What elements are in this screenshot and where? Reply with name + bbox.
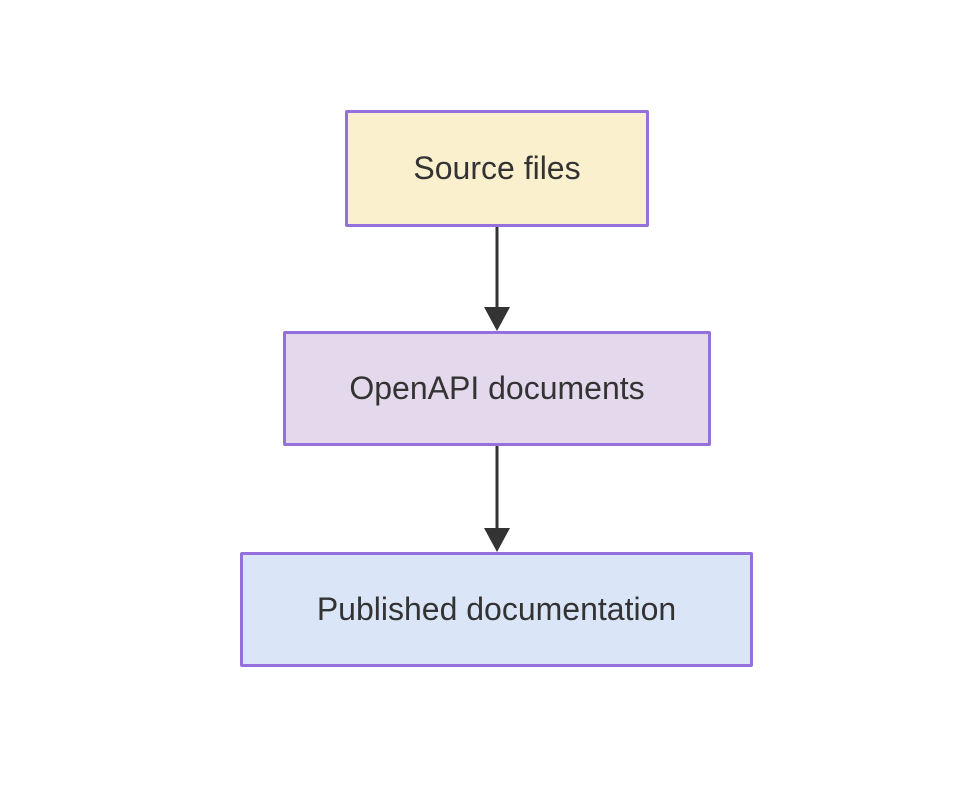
node-published-documentation: Published documentation xyxy=(240,552,753,667)
arrowhead-down-icon xyxy=(484,528,510,552)
node-published-documentation-label: Published documentation xyxy=(316,591,677,628)
arrowhead-down-icon xyxy=(484,307,510,331)
arrow-source-to-openapi xyxy=(484,227,510,331)
arrow-openapi-to-published xyxy=(484,446,510,552)
node-openapi-documents-label: OpenAPI documents xyxy=(349,370,645,407)
node-source-files: Source files xyxy=(345,110,649,227)
node-openapi-documents: OpenAPI documents xyxy=(283,331,711,446)
node-source-files-label: Source files xyxy=(413,150,581,187)
